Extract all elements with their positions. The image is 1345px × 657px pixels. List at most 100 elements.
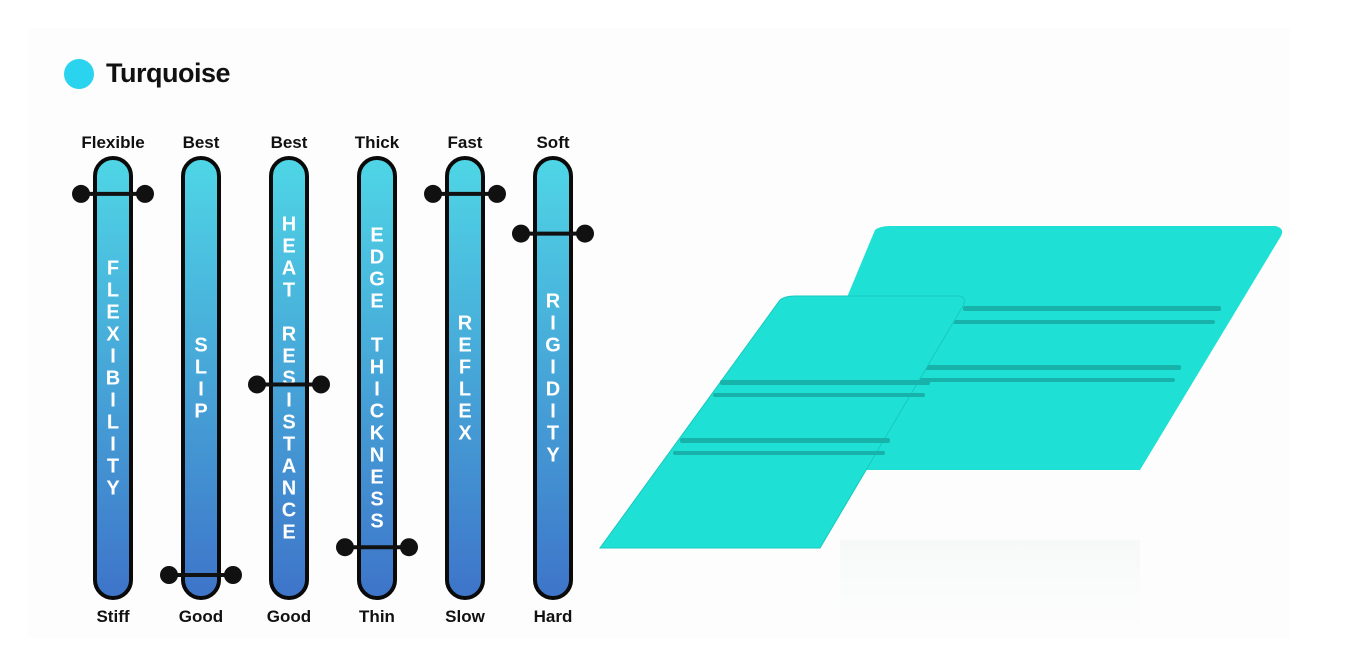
scale-marker-dot (72, 184, 90, 203)
scale-name-letter: T (371, 335, 383, 357)
front-ridge (713, 393, 925, 397)
scale-name-letter: E (370, 291, 383, 313)
scale-name-letter: P (194, 401, 207, 423)
scale-name-letter: L (107, 412, 119, 434)
squeegee-product-image (599, 226, 1283, 549)
scale-name-letter: T (283, 434, 295, 456)
scale-name-letter: A (282, 456, 296, 478)
front-ridge (673, 451, 885, 455)
scale-name-letter: S (282, 412, 295, 434)
color-header: Turquoise (64, 58, 231, 89)
scale-bottom-label: Stiff (96, 607, 129, 626)
scale-marker-dot (248, 375, 266, 394)
scale-name-letter: E (458, 335, 471, 357)
scale-bar (357, 156, 397, 600)
scale-name-letter: T (107, 456, 119, 478)
scale-marker-dot (136, 184, 154, 203)
scale-name-letter: E (282, 236, 295, 258)
scale-bar (533, 156, 573, 600)
scale-name-letter: G (369, 269, 385, 291)
scale-name-letter: E (458, 401, 471, 423)
scale-name-letter: L (107, 280, 119, 302)
scale-name-letter: B (106, 368, 120, 390)
scale-name-letter: G (545, 335, 561, 357)
scale-name-letter: T (283, 280, 295, 302)
scale-bar (269, 156, 309, 600)
scale-marker-dot (160, 566, 178, 584)
scale-name-letter: X (106, 324, 120, 346)
front-squeegee-shape (599, 295, 965, 549)
back-ridge (913, 378, 1175, 382)
scale-name-letter: K (370, 423, 385, 445)
scale-name-letter: N (282, 478, 296, 500)
property-scale-chart: FlexibleStiffFLEXIBILITYBestGoodSLIPBest… (72, 133, 594, 626)
scale-top-label: Thick (355, 133, 400, 152)
scale-name-letter: Y (546, 445, 560, 467)
scale-top-label: Best (183, 133, 220, 152)
scale-top-label: Best (271, 133, 308, 152)
scale-marker-dot (424, 184, 442, 203)
scale-name-letter: I (550, 401, 556, 423)
scale-marker-dot (224, 566, 242, 584)
scale-name-letter: A (282, 258, 296, 280)
scale-name-letter: D (546, 379, 560, 401)
scale-name-letter: C (370, 401, 384, 423)
scale-name-letter: H (282, 214, 296, 236)
scale-name-letter: E (282, 522, 295, 544)
product-reflection (840, 540, 1140, 630)
scale-bottom-label: Slow (445, 607, 485, 626)
scale-name-letter: S (370, 489, 383, 511)
scale-marker-dot (512, 224, 530, 243)
scale-name-letter: R (458, 313, 473, 335)
scale-name-letter: I (110, 434, 116, 456)
scale-marker-dot (488, 184, 506, 203)
front-ridge (680, 438, 890, 443)
scale-name-letter: E (370, 225, 383, 247)
scale-name-letter: L (195, 357, 207, 379)
scale-name-letter: F (107, 258, 119, 280)
scale-name-letter: I (550, 357, 556, 379)
color-title: Turquoise (106, 58, 231, 88)
scale-name-letter: L (459, 379, 471, 401)
scale-name-letter: H (370, 357, 384, 379)
scale-name-letter: Y (106, 478, 120, 500)
scale-bottom-label: Good (179, 607, 223, 626)
back-ridge (953, 320, 1215, 324)
scale-bar (445, 156, 485, 600)
scale-bottom-label: Thin (359, 607, 395, 626)
scale-bar (181, 156, 221, 600)
scale-name-letter: I (110, 390, 116, 412)
scale-top-label: Fast (448, 133, 483, 152)
scale-marker-dot (400, 538, 418, 557)
scale-name-letter: C (282, 500, 296, 522)
scale-marker-dot (312, 375, 330, 394)
scale-name-letter: R (546, 291, 561, 313)
scale-name-letter: S (370, 511, 383, 533)
front-ridge (720, 380, 930, 385)
scale-bottom-label: Hard (534, 607, 573, 626)
scale-name-letter: N (370, 445, 384, 467)
scale-name-letter: F (459, 357, 471, 379)
scale-name-letter: T (547, 423, 559, 445)
scale-name-letter: X (458, 423, 472, 445)
scale-name-letter: E (370, 467, 383, 489)
scale-name-letter: D (370, 247, 384, 269)
scale-name-letter: E (106, 302, 119, 324)
scale-name-letter: I (198, 379, 204, 401)
scale-top-label: Flexible (81, 133, 144, 152)
scale-name-letter: I (110, 346, 116, 368)
scale-top-label: Soft (536, 133, 569, 152)
scale-name-letter: I (550, 313, 556, 335)
scale-name-letter: I (286, 390, 292, 412)
back-ridge (963, 306, 1221, 311)
scale-bar (93, 156, 133, 600)
scale-name-letter: I (374, 379, 380, 401)
scale-marker-dot (576, 224, 594, 243)
scale-name-letter: R (282, 324, 297, 346)
scale-bottom-label: Good (267, 607, 311, 626)
